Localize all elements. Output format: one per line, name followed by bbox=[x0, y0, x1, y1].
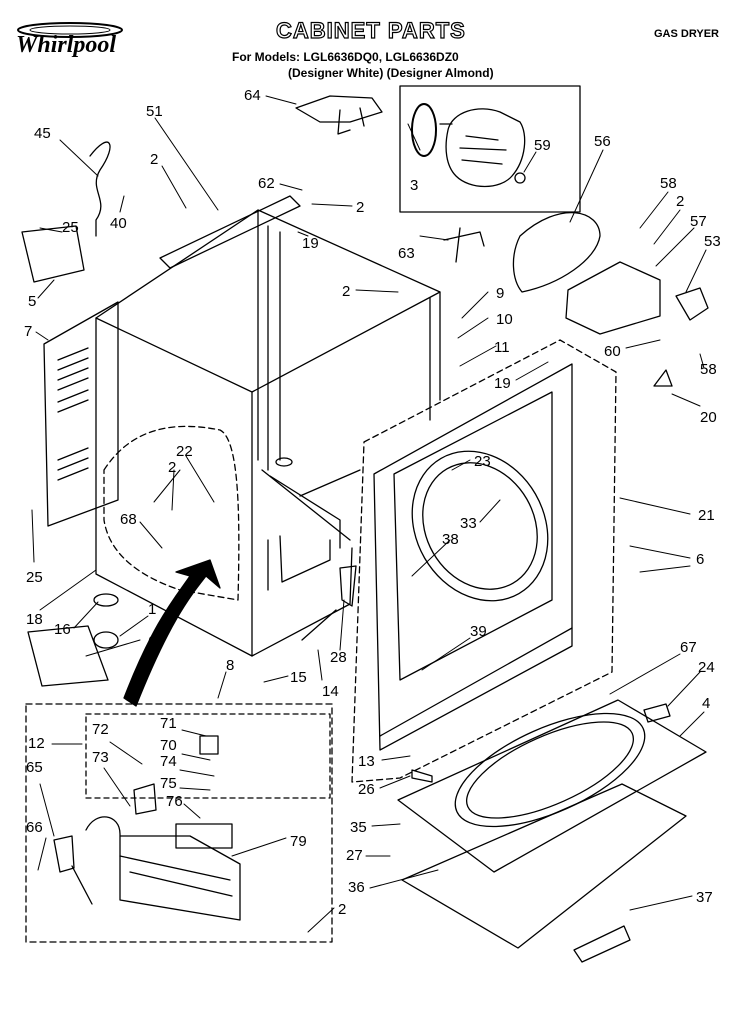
callout-9: 9 bbox=[496, 285, 504, 302]
callout-74: 74 bbox=[160, 753, 177, 770]
callout-2: 2 bbox=[150, 151, 158, 168]
callout-67: 67 bbox=[680, 639, 697, 656]
callout-59: 59 bbox=[534, 137, 551, 154]
callout-19: 19 bbox=[494, 375, 511, 392]
motor-inset-box bbox=[399, 85, 581, 213]
page-title: CABINET PARTS bbox=[275, 17, 466, 43]
callout-62: 62 bbox=[258, 175, 275, 192]
callout-37: 37 bbox=[696, 889, 713, 906]
callout-36: 36 bbox=[348, 879, 365, 896]
callout-68: 68 bbox=[120, 511, 137, 528]
drive-motor bbox=[411, 103, 526, 188]
callout-71: 71 bbox=[160, 715, 177, 732]
product-type: GAS DRYER bbox=[654, 28, 719, 40]
callout-64: 64 bbox=[244, 87, 261, 104]
callout-38: 38 bbox=[442, 531, 459, 548]
callout-51: 51 bbox=[146, 103, 163, 120]
callout-56: 56 bbox=[594, 133, 611, 150]
front-panel bbox=[373, 363, 573, 751]
callout-11: 11 bbox=[494, 339, 510, 356]
callout-79: 79 bbox=[290, 833, 307, 850]
callout-22: 22 bbox=[176, 443, 193, 460]
callout-4: 4 bbox=[702, 695, 710, 712]
callout-12: 12 bbox=[28, 735, 45, 752]
callout-13: 13 bbox=[358, 753, 375, 770]
callout-73: 73 bbox=[92, 749, 109, 766]
callout-19: 19 bbox=[302, 235, 319, 252]
callout-2: 2 bbox=[676, 193, 684, 210]
gas-burner-assembly bbox=[53, 735, 241, 921]
callout-65: 65 bbox=[26, 759, 43, 776]
valve-inset-dashed bbox=[85, 713, 331, 799]
callout-7: 7 bbox=[24, 323, 32, 340]
callout-45: 45 bbox=[34, 125, 51, 142]
callout-27: 27 bbox=[346, 847, 363, 864]
callout-72: 72 bbox=[92, 721, 109, 738]
model-colors: (Designer White) (Designer Almond) bbox=[288, 66, 494, 80]
callout-58: 58 bbox=[660, 175, 677, 192]
callout-1: 1 bbox=[148, 601, 156, 618]
callout-35: 35 bbox=[350, 819, 367, 836]
air-duct-arrow-icon bbox=[123, 559, 221, 707]
callout-2: 2 bbox=[168, 459, 176, 476]
callout-58: 58 bbox=[700, 361, 717, 378]
callout-39: 39 bbox=[470, 623, 487, 640]
callout-3: 3 bbox=[410, 177, 418, 194]
callout-21: 21 bbox=[698, 507, 715, 524]
model-numbers: For Models: LGL6636DQ0, LGL6636DZ0 bbox=[232, 50, 459, 64]
misc-parts bbox=[21, 141, 709, 963]
callout-2: 2 bbox=[338, 901, 346, 918]
access-panel bbox=[103, 425, 240, 601]
callout-70: 70 bbox=[160, 737, 177, 754]
callout-60: 60 bbox=[604, 343, 621, 360]
callout-24: 24 bbox=[698, 659, 715, 676]
callout-14: 14 bbox=[322, 683, 339, 700]
callout-75: 75 bbox=[160, 775, 177, 792]
callout-10: 10 bbox=[496, 311, 513, 328]
callout-5: 5 bbox=[28, 293, 36, 310]
callout-25: 25 bbox=[62, 219, 79, 236]
base-pan bbox=[397, 699, 707, 949]
callout-2: 2 bbox=[356, 199, 364, 216]
callout-28: 28 bbox=[330, 649, 347, 666]
callout-6: 6 bbox=[696, 551, 704, 568]
callout-63: 63 bbox=[398, 245, 415, 262]
whirlpool-logo: Whirlpool bbox=[12, 18, 172, 67]
logo-text: Whirlpool bbox=[16, 32, 117, 58]
callouts: 64 51 45 2 62 2 3 59 56 58 2 57 53 25 40… bbox=[24, 87, 721, 918]
callout-23: 23 bbox=[474, 453, 491, 470]
callout-8: 8 bbox=[226, 657, 234, 674]
logo-swoosh-icon bbox=[17, 22, 123, 38]
top-rail bbox=[159, 195, 301, 269]
callout-18: 18 bbox=[26, 611, 43, 628]
leader-lines bbox=[31, 95, 707, 933]
callout-76: 76 bbox=[166, 793, 183, 810]
callout-25: 25 bbox=[26, 569, 43, 586]
callout-69: 69 bbox=[148, 633, 165, 650]
front-panel-dashed-outline bbox=[351, 339, 617, 783]
callout-57: 57 bbox=[690, 213, 707, 230]
callout-16: 16 bbox=[54, 621, 71, 638]
callout-66: 66 bbox=[26, 819, 43, 836]
callout-53: 53 bbox=[704, 233, 721, 250]
burner-inset-dashed bbox=[25, 703, 333, 943]
callout-2: 2 bbox=[342, 283, 350, 300]
callout-15: 15 bbox=[290, 669, 307, 686]
callout-20: 20 bbox=[700, 409, 717, 426]
cabinet-body bbox=[95, 209, 441, 657]
rear-panel bbox=[43, 301, 119, 527]
callout-26: 26 bbox=[358, 781, 375, 798]
callout-33: 33 bbox=[460, 515, 477, 532]
bracket-64 bbox=[295, 95, 383, 135]
callout-40: 40 bbox=[110, 215, 127, 232]
